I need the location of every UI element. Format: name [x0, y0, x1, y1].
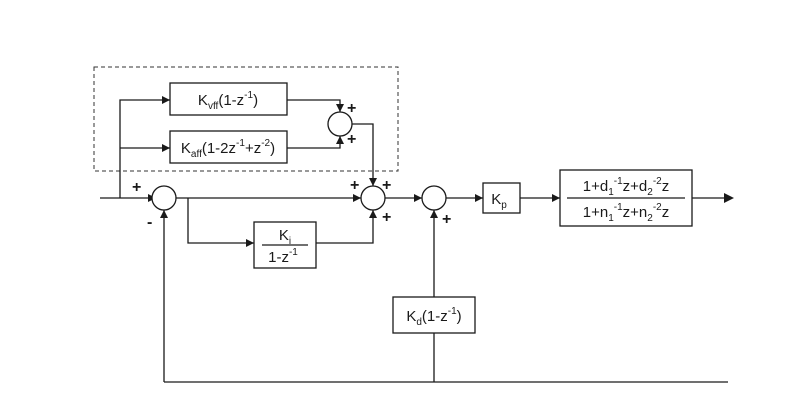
junction-signs: + - + + + + + + — [132, 100, 451, 231]
ki-denominator: 1-z-1 — [268, 247, 298, 266]
sign-ff-top-plus: + — [347, 100, 356, 117]
sign-main-top-plus: + — [382, 177, 391, 194]
sign-error-minus: - — [147, 214, 152, 231]
derivative-sum-junction — [421, 185, 447, 211]
kd-label: Kd(1-z-1) — [406, 306, 461, 328]
sign-deriv-bottom-plus: + — [442, 211, 451, 228]
feedforward-sum-junction — [327, 111, 353, 137]
sign-main-bottom-plus: + — [382, 209, 391, 226]
kaff-label: Kaff(1-2z-1+z-2) — [181, 138, 275, 160]
kvff-label: Kvff(1-z-1) — [198, 90, 258, 112]
feedforward-dashed-box — [93, 66, 399, 172]
main-sum-junction — [360, 185, 386, 211]
plant-numerator: 1+d1-1z+d2-2z — [583, 176, 670, 198]
kp-label: Kp — [491, 191, 507, 211]
kaff-block — [169, 130, 288, 164]
plant-denominator: 1+n1-1z+n2-2z — [583, 202, 670, 224]
kvff-block — [169, 82, 288, 116]
kd-block — [392, 296, 476, 334]
sign-ff-bottom-plus: + — [347, 131, 356, 148]
error-sum-junction — [151, 185, 177, 211]
arrowheads — [148, 96, 734, 247]
sign-main-left-plus: + — [350, 177, 359, 194]
kp-block — [482, 182, 521, 214]
ki-numerator: Ki — [279, 227, 291, 247]
sign-error-plus: + — [132, 179, 141, 196]
